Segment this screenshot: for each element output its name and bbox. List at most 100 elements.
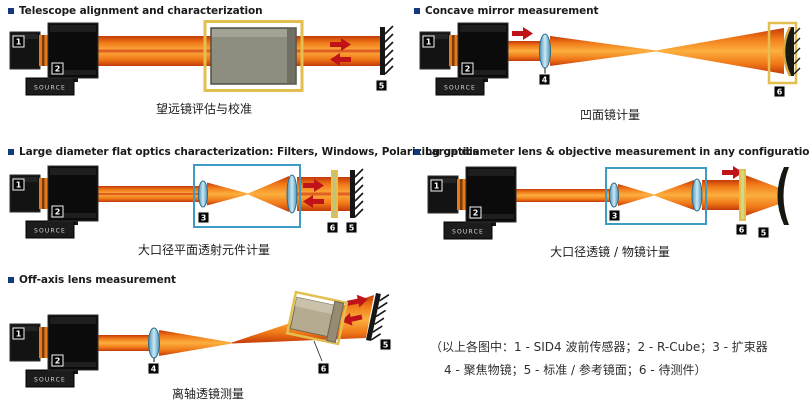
label-badge-3: 3: [197, 211, 210, 224]
lens-icon: [691, 178, 703, 212]
svg-text:5: 5: [379, 82, 385, 91]
lens-icon: [148, 327, 160, 359]
beam-core: [297, 192, 350, 196]
panel-title: Telescope alignment and characterization: [19, 5, 263, 17]
concave-reference-mirror-icon: [777, 167, 789, 225]
beam-core: [98, 193, 200, 195]
panel-concave-mirror: Concave mirror measurement 4: [414, 5, 806, 123]
legend-line-2: 4 - 聚焦物镜；5 - 标准 / 参考镜面；6 - 待测件）: [444, 363, 707, 377]
lens-icon: [286, 174, 298, 214]
beam-expander: 3: [605, 167, 707, 225]
panel-title-row: Large diameter flat optics characterizat…: [8, 146, 479, 158]
lens-barrel-under-test: [285, 290, 349, 346]
label-badge-6: 6: [317, 362, 330, 375]
expanded-beam: [702, 180, 740, 210]
caption-zh: 凹面镜计量: [579, 108, 640, 122]
diagram-concave-mirror: 4 6: [419, 21, 801, 98]
highlight-frame: [203, 20, 304, 92]
diverging-beam: [656, 28, 784, 74]
sid4-camera-assembly-icon: [9, 165, 99, 239]
label-badge-4: 4: [538, 73, 551, 86]
legend: （以上各图中：1 - SID4 波前传感器；2 - R-Cube；3 - 扩束器…: [430, 336, 768, 382]
flat-optic-under-test: [331, 170, 338, 218]
diagram-off-axis: 4 6 5: [9, 290, 392, 388]
highlight-frame: [767, 21, 798, 85]
svg-text:5: 5: [383, 341, 389, 350]
focusing-objective: 4: [147, 327, 160, 375]
legend-line-1: （以上各图中：1 - SID4 波前传感器；2 - R-Cube；3 - 扩束器: [430, 340, 768, 354]
collimated-beam: [508, 41, 544, 61]
panel-title-row: Telescope alignment and characterization: [8, 5, 400, 17]
reference-mirror-icon: [379, 25, 394, 76]
lens-icon: [609, 182, 619, 208]
svg-text:3: 3: [612, 212, 618, 221]
svg-text:5: 5: [349, 224, 355, 233]
lens-icon: [198, 180, 208, 208]
label-badge-6: 6: [326, 221, 339, 234]
svg-text:6: 6: [777, 88, 783, 97]
sid4-camera-assembly-icon: [427, 166, 517, 240]
concave-mirror-under-test: 6: [767, 21, 801, 98]
caption-zh: 大口径平面透射元件计量: [137, 243, 270, 257]
label-badge-6: 6: [735, 223, 748, 236]
svg-text:6: 6: [321, 365, 327, 374]
diagram-large-lens: 3 6 5: [427, 166, 789, 240]
sid4-camera-assembly-icon: [9, 22, 99, 96]
panel-off-axis: Off-axis lens measurement 4: [8, 274, 408, 401]
panel-telescope: Telescope alignment and characterization…: [8, 5, 400, 117]
highlight-frame: [285, 290, 349, 346]
diagram-telescope: 5: [9, 20, 394, 96]
label-badge-6: 6: [773, 85, 786, 98]
converging-beam: [618, 184, 654, 206]
expander-box: [193, 164, 301, 228]
label-badge-4: 4: [147, 362, 160, 375]
svg-text:5: 5: [761, 229, 767, 238]
focused-beam: [745, 175, 782, 216]
telescope-under-test: [203, 20, 304, 92]
svg-text:4: 4: [151, 365, 157, 374]
collimated-beam: [98, 335, 150, 351]
caption-zh: 望远镜评估与校准: [155, 102, 252, 116]
bullet-icon: [414, 8, 420, 14]
panel-title: Large diameter lens & objective measurem…: [425, 146, 809, 158]
panel-title: Large diameter flat optics characterizat…: [19, 146, 479, 158]
beam-expander: 3: [193, 164, 301, 228]
label-badge-5: 5: [379, 338, 392, 351]
panel-title: Concave mirror measurement: [425, 5, 599, 17]
bullet-icon: [414, 149, 420, 155]
barrel-flange: [325, 300, 345, 343]
expander-box: [605, 167, 707, 225]
panel-title-row: Concave mirror measurement: [414, 5, 806, 17]
bullet-icon: [8, 8, 14, 14]
svg-text:6: 6: [739, 226, 745, 235]
sid4-camera-assembly-icon: [9, 314, 99, 388]
focusing-objective: 4: [538, 33, 551, 86]
badge-connector: [313, 340, 323, 362]
collimated-beam: [516, 189, 610, 202]
converging-beam: [550, 36, 656, 66]
diagram-flat-optics: 3 6 5: [9, 164, 364, 239]
caption-zh: 离轴透镜测量: [171, 387, 244, 401]
label-badge-5: 5: [757, 226, 770, 239]
svg-text:6: 6: [330, 224, 336, 233]
panel-large-lens: Large diameter lens & objective measurem…: [414, 146, 809, 260]
panel-title-row: Off-axis lens measurement: [8, 274, 408, 286]
diverging-beam: [248, 176, 289, 212]
svg-text:3: 3: [201, 214, 207, 223]
converging-beam: [159, 330, 232, 356]
panel-title: Off-axis lens measurement: [19, 274, 176, 286]
bullet-icon: [8, 277, 14, 283]
bullet-icon: [8, 149, 14, 155]
diverging-beam: [654, 180, 694, 210]
label-badge-3: 3: [608, 209, 621, 222]
lens-icon: [539, 33, 551, 69]
label-badge-5: 5: [345, 221, 358, 234]
svg-text:4: 4: [542, 76, 548, 85]
beam-arrow-right-icon: [512, 27, 533, 40]
panel-title-row: Large diameter lens & objective measurem…: [414, 146, 809, 158]
lens-under-test: [739, 169, 746, 221]
sid4-camera-assembly-icon: [419, 22, 509, 96]
reference-mirror-icon: [349, 168, 364, 219]
panel-flat-optics: Large diameter flat optics characterizat…: [8, 146, 479, 258]
